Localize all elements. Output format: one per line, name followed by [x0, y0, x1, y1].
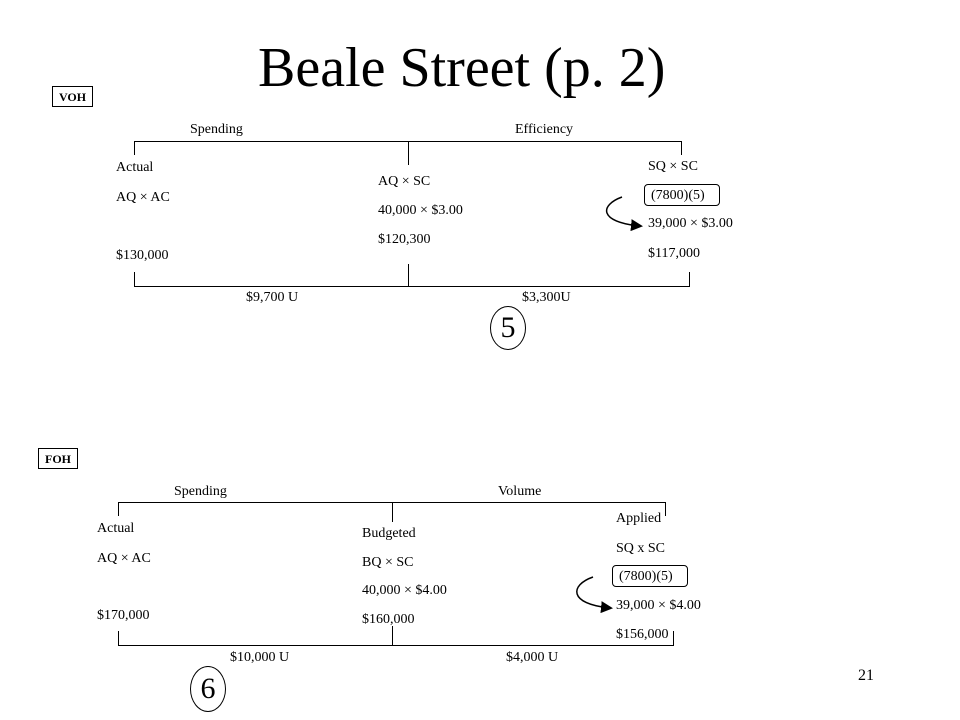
voh-actual-label: Actual	[116, 160, 154, 175]
foh-boxed-quantity-text: (7800)(5)	[619, 569, 673, 584]
voh-bottom-tick-left	[134, 272, 135, 287]
foh-bottom-tick-right	[673, 631, 674, 646]
foh-actual-formula: AQ × AC	[97, 551, 151, 566]
foh-boxed-quantity: (7800)(5)	[612, 565, 688, 587]
foh-budgeted-formula: BQ × SC	[362, 555, 414, 570]
voh-standard-formula: SQ × SC	[648, 159, 698, 174]
page-number: 21	[858, 667, 874, 684]
voh-standard-amount: $117,000	[648, 246, 700, 261]
foh-bottom-bracket	[118, 645, 674, 646]
voh-boxed-quantity: (7800)(5)	[644, 184, 720, 206]
voh-top-tick-middle	[408, 141, 409, 165]
voh-boxed-quantity-text: (7800)(5)	[651, 188, 705, 203]
voh-standard-calc: 39,000 × $3.00	[648, 216, 733, 231]
voh-curved-arrow	[605, 196, 643, 232]
foh-bottom-tick-middle	[392, 626, 393, 646]
foh-budgeted-calc: 40,000 × $4.00	[362, 583, 447, 598]
voh-middle-formula: AQ × SC	[378, 174, 431, 189]
voh-circled-number: 5	[490, 306, 526, 350]
voh-tag: VOH	[52, 86, 94, 107]
foh-volume-header: Volume	[498, 484, 542, 499]
voh-actual-formula: AQ × AC	[116, 190, 170, 205]
voh-top-tick-left	[134, 141, 135, 155]
voh-actual-amount: $130,000	[116, 248, 169, 263]
voh-top-tick-right	[681, 141, 682, 155]
foh-curved-arrow	[576, 576, 613, 614]
voh-middle-amount: $120,300	[378, 232, 431, 247]
voh-middle-calc: 40,000 × $3.00	[378, 203, 463, 218]
foh-top-tick-right	[665, 502, 666, 516]
voh-bottom-tick-middle	[408, 264, 409, 287]
foh-top-tick-left	[118, 502, 119, 516]
foh-actual-amount: $170,000	[97, 608, 150, 623]
foh-spending-header: Spending	[174, 484, 227, 499]
voh-spending-variance: $9,700 U	[246, 290, 299, 305]
foh-bottom-tick-left	[118, 631, 119, 646]
foh-applied-label: Applied	[616, 511, 662, 526]
foh-budgeted-label: Budgeted	[362, 526, 416, 541]
foh-spending-variance: $10,000 U	[230, 650, 290, 665]
voh-bottom-tick-right	[689, 272, 690, 287]
voh-efficiency-header: Efficiency	[515, 122, 574, 137]
slide-title: Beale Street (p. 2)	[258, 37, 666, 99]
foh-applied-amount: $156,000	[616, 627, 669, 642]
foh-applied-calc: 39,000 × $4.00	[616, 598, 701, 613]
voh-efficiency-variance: $3,300U	[522, 290, 571, 305]
foh-circled-number: 6	[190, 666, 226, 712]
foh-actual-label: Actual	[97, 521, 135, 536]
foh-tag: FOH	[38, 448, 78, 469]
foh-top-tick-middle	[392, 502, 393, 522]
foh-volume-variance: $4,000 U	[506, 650, 559, 665]
voh-bottom-bracket	[134, 286, 690, 287]
voh-spending-header: Spending	[190, 122, 243, 137]
foh-applied-formula: SQ x SC	[616, 541, 666, 556]
foh-budgeted-amount: $160,000	[362, 612, 415, 627]
